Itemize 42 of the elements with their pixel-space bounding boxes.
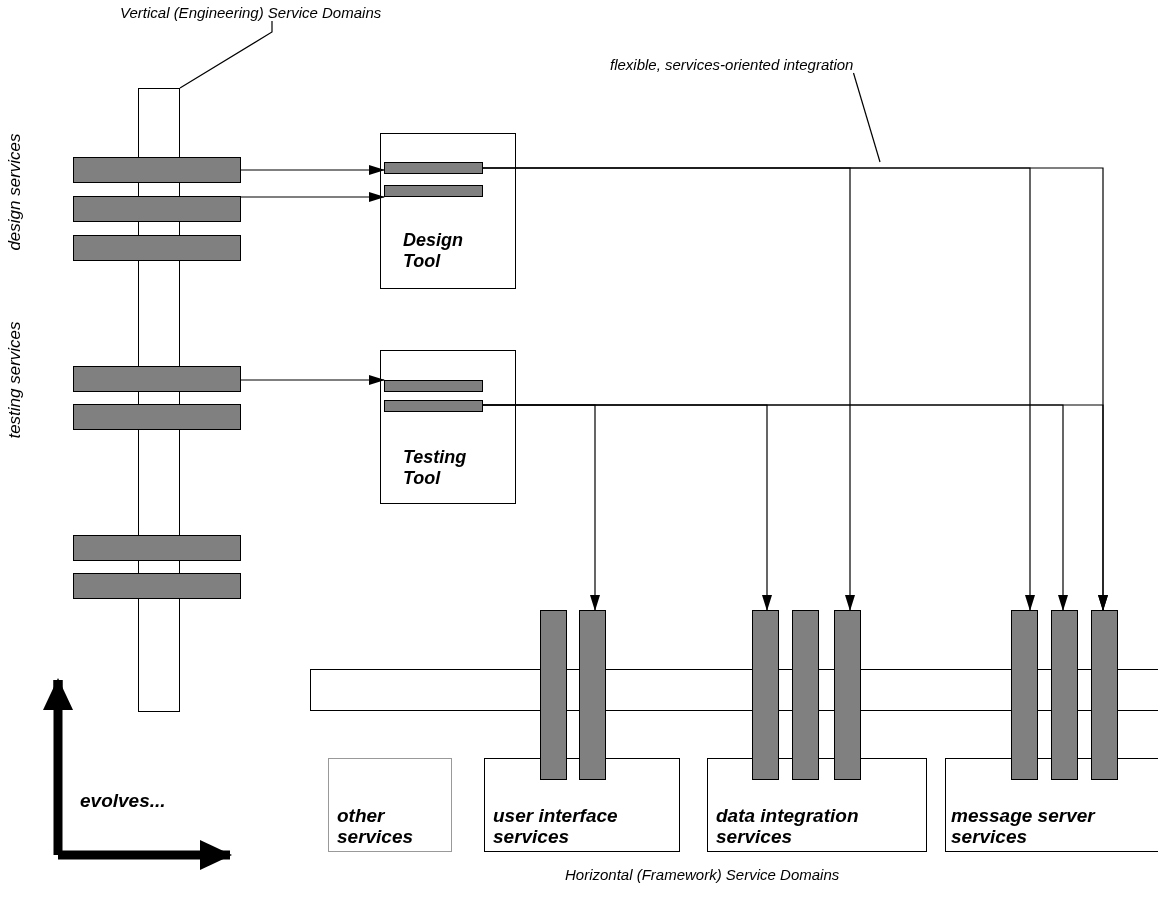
domain-caption: flexible, services-oriented integration [610,56,854,73]
tool-box [380,350,516,504]
service-bar [73,573,241,599]
service-bar [384,380,483,392]
service-domain-box [328,758,452,852]
service-bar [834,610,861,780]
service-domain-name: user interface services [493,805,619,847]
side-label: design services [5,133,25,251]
service-bar [1011,610,1038,780]
service-domain-name: data integration services [716,805,860,847]
service-bar [579,610,606,780]
service-bar [752,610,779,780]
service-bar [792,610,819,780]
arrow [240,165,385,175]
tool-box [380,133,516,289]
service-bar [540,610,567,780]
service-bar [1051,610,1078,780]
side-label: testing services [5,321,25,439]
service-domain-name: message server services [951,805,1097,847]
leader-line [852,72,881,163]
arrow [240,375,385,385]
service-domain-name: other services [337,805,415,847]
arrow [240,192,385,202]
leader-line [179,20,273,89]
tool-name: Design Tool [403,230,464,272]
service-bar [73,535,241,561]
tool-name: Testing Tool [403,447,468,489]
service-bar [73,404,241,430]
service-bar [1091,610,1118,780]
service-bar [73,235,241,261]
service-bar [384,400,483,412]
service-domain-box [484,758,680,852]
service-bar [73,366,241,392]
service-domain-box [945,758,1158,852]
domain-caption: Horizontal (Framework) Service Domains [565,866,840,883]
service-domain-box [707,758,927,852]
service-bar [384,162,483,174]
domain-caption: Vertical (Engineering) Service Domains [120,4,382,21]
service-bar [73,196,241,222]
service-bar [384,185,483,197]
service-bar [73,157,241,183]
evolves-label: evolves... [80,790,166,812]
